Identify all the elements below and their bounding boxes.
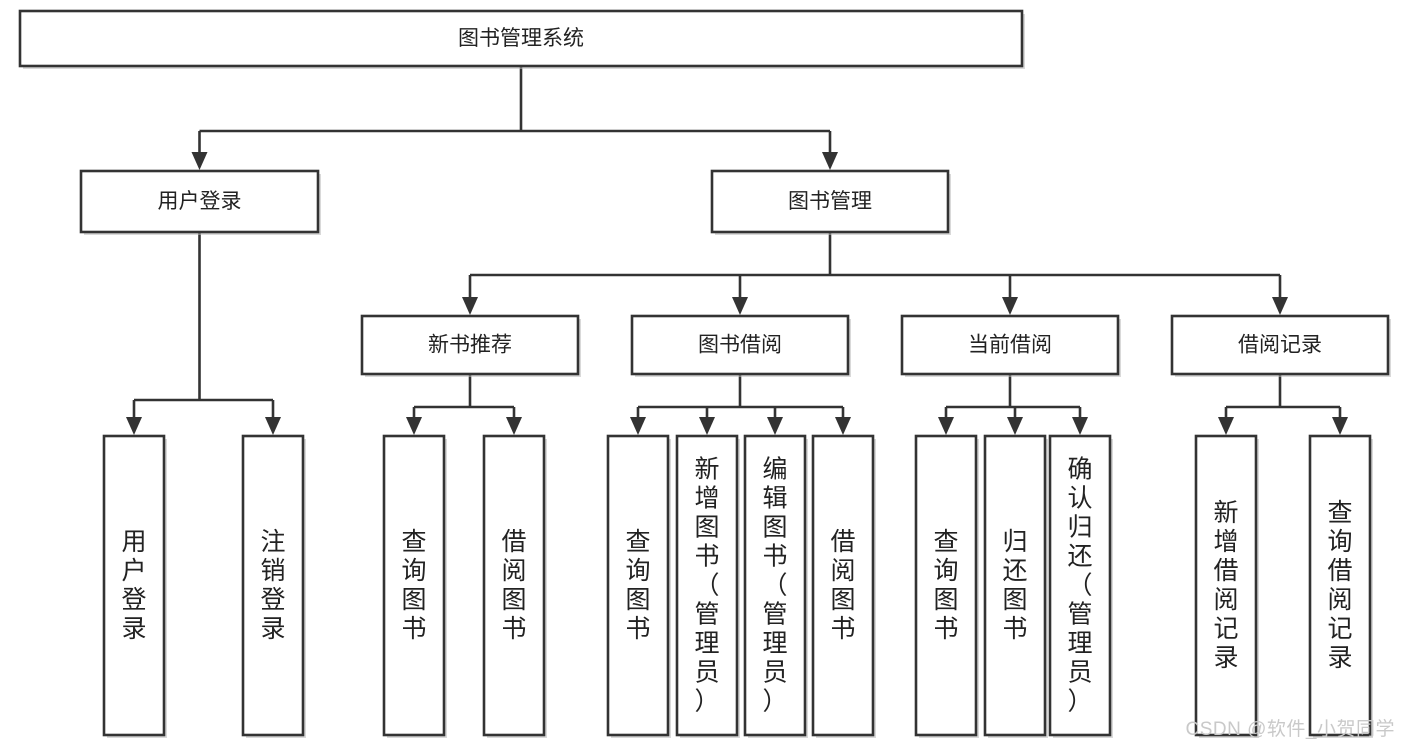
arrow-head-icon bbox=[1218, 417, 1234, 435]
node-borrow-record[interactable]: 借阅记录 bbox=[1170, 314, 1391, 377]
node-label: 图书借阅 bbox=[698, 334, 782, 357]
node-label: 编辑图书（管理员） bbox=[762, 456, 787, 716]
arrow-head-icon bbox=[265, 417, 281, 435]
node-label: 新增借阅记录 bbox=[1213, 499, 1238, 672]
arrow-head-icon bbox=[822, 152, 838, 170]
connector-layer bbox=[126, 66, 1348, 435]
node-label: 用户登录 bbox=[121, 528, 146, 643]
node-label: 借阅记录 bbox=[1238, 334, 1322, 357]
node-label: 图书管理系统 bbox=[458, 27, 584, 50]
arrow-head-icon bbox=[1272, 297, 1288, 315]
node-box[interactable] bbox=[710, 169, 950, 234]
node-label: 新书推荐 bbox=[428, 334, 512, 357]
node-box[interactable] bbox=[743, 434, 807, 737]
arrow-head-icon bbox=[835, 417, 851, 435]
node-label: 注销登录 bbox=[260, 528, 285, 643]
node-box[interactable] bbox=[241, 434, 305, 737]
node-leaf-add-borrow-record[interactable]: 新增借阅记录 bbox=[1194, 434, 1259, 738]
node-label: 用户登录 bbox=[158, 190, 242, 213]
arrow-head-icon bbox=[462, 297, 478, 315]
node-box[interactable] bbox=[382, 434, 446, 737]
node-box[interactable] bbox=[606, 434, 670, 737]
node-box[interactable] bbox=[675, 434, 739, 737]
node-user-login[interactable]: 用户登录 bbox=[79, 169, 321, 235]
node-label: 查询图书 bbox=[933, 528, 958, 643]
node-book-manage[interactable]: 图书管理 bbox=[710, 169, 951, 235]
node-box[interactable] bbox=[630, 314, 850, 376]
node-box[interactable] bbox=[18, 9, 1024, 68]
node-box[interactable] bbox=[1048, 434, 1112, 737]
node-box[interactable] bbox=[1194, 434, 1258, 737]
node-leaf-logout[interactable]: 注销登录 bbox=[241, 434, 306, 738]
node-leaf-query-borrow-record[interactable]: 查询借阅记录 bbox=[1308, 434, 1373, 738]
node-leaf-edit-book-admin[interactable]: 编辑图书（管理员） bbox=[743, 434, 808, 738]
node-current-borrow[interactable]: 当前借阅 bbox=[900, 314, 1121, 377]
node-book-borrow[interactable]: 图书借阅 bbox=[630, 314, 851, 377]
node-leaf-borrow-book-recommend[interactable]: 借阅图书 bbox=[482, 434, 547, 738]
node-leaf-query-book-current[interactable]: 查询图书 bbox=[914, 434, 979, 738]
node-leaf-query-book-recommend[interactable]: 查询图书 bbox=[382, 434, 447, 738]
node-box[interactable] bbox=[102, 434, 166, 737]
node-leaf-user-login[interactable]: 用户登录 bbox=[102, 434, 167, 738]
arrow-head-icon bbox=[630, 417, 646, 435]
node-leaf-add-book-admin[interactable]: 新增图书（管理员） bbox=[675, 434, 740, 738]
node-label: 归还图书 bbox=[1002, 528, 1027, 643]
node-leaf-query-book-borrow[interactable]: 查询图书 bbox=[606, 434, 671, 738]
node-label: 查询图书 bbox=[625, 528, 650, 643]
node-label: 查询借阅记录 bbox=[1327, 499, 1352, 672]
node-new-book-recommend[interactable]: 新书推荐 bbox=[360, 314, 581, 377]
node-leaf-return-book[interactable]: 归还图书 bbox=[983, 434, 1048, 738]
node-layer: 图书管理系统用户登录图书管理新书推荐图书借阅当前借阅借阅记录用户登录注销登录查询… bbox=[18, 9, 1391, 738]
node-box[interactable] bbox=[983, 434, 1047, 737]
arrow-head-icon bbox=[126, 417, 142, 435]
arrow-head-icon bbox=[191, 152, 208, 170]
node-box[interactable] bbox=[914, 434, 978, 737]
node-label: 借阅图书 bbox=[501, 528, 526, 643]
node-box[interactable] bbox=[1308, 434, 1372, 737]
node-label: 借阅图书 bbox=[830, 528, 855, 643]
arrow-head-icon bbox=[767, 417, 783, 435]
node-leaf-confirm-return-admin[interactable]: 确认归还（管理员） bbox=[1048, 434, 1113, 738]
node-root[interactable]: 图书管理系统 bbox=[18, 9, 1025, 69]
node-box[interactable] bbox=[900, 314, 1120, 376]
node-box[interactable] bbox=[79, 169, 320, 234]
node-box[interactable] bbox=[811, 434, 875, 737]
node-label: 图书管理 bbox=[788, 190, 872, 213]
node-label: 确认归还（管理员） bbox=[1067, 456, 1092, 716]
node-box[interactable] bbox=[482, 434, 546, 737]
arrow-head-icon bbox=[1002, 297, 1018, 315]
arrow-head-icon bbox=[1007, 417, 1023, 435]
node-box[interactable] bbox=[1170, 314, 1390, 376]
node-box[interactable] bbox=[360, 314, 580, 376]
node-label: 查询图书 bbox=[401, 528, 426, 643]
node-label: 新增图书（管理员） bbox=[694, 456, 719, 716]
arrow-head-icon bbox=[406, 417, 422, 435]
node-label: 当前借阅 bbox=[968, 334, 1052, 357]
arrow-head-icon bbox=[1072, 417, 1088, 435]
node-leaf-borrow-book[interactable]: 借阅图书 bbox=[811, 434, 876, 738]
arrow-head-icon bbox=[732, 297, 748, 315]
arrow-head-icon bbox=[506, 417, 522, 435]
arrow-head-icon bbox=[699, 417, 715, 435]
arrow-head-icon bbox=[1332, 417, 1348, 435]
arrow-head-icon bbox=[938, 417, 954, 435]
